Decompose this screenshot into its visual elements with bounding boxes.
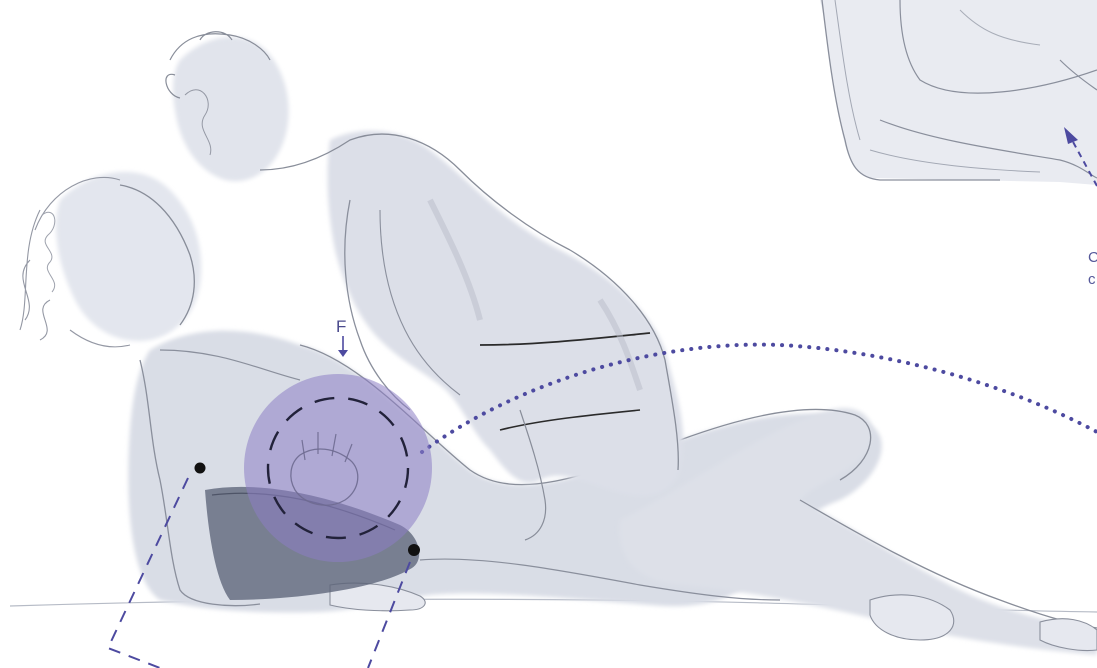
force-arrow [338, 336, 348, 357]
pivot-dot-shoulder [195, 463, 206, 474]
edge-text-line-1: C [1088, 250, 1097, 265]
pivot-dot-hip [408, 544, 420, 556]
highlight-circle [244, 374, 432, 562]
kneeling-figure-sketch [820, 0, 1097, 185]
contact-highlight [244, 374, 432, 562]
force-label: F [336, 318, 346, 335]
edge-text-line-2: c [1088, 272, 1096, 287]
